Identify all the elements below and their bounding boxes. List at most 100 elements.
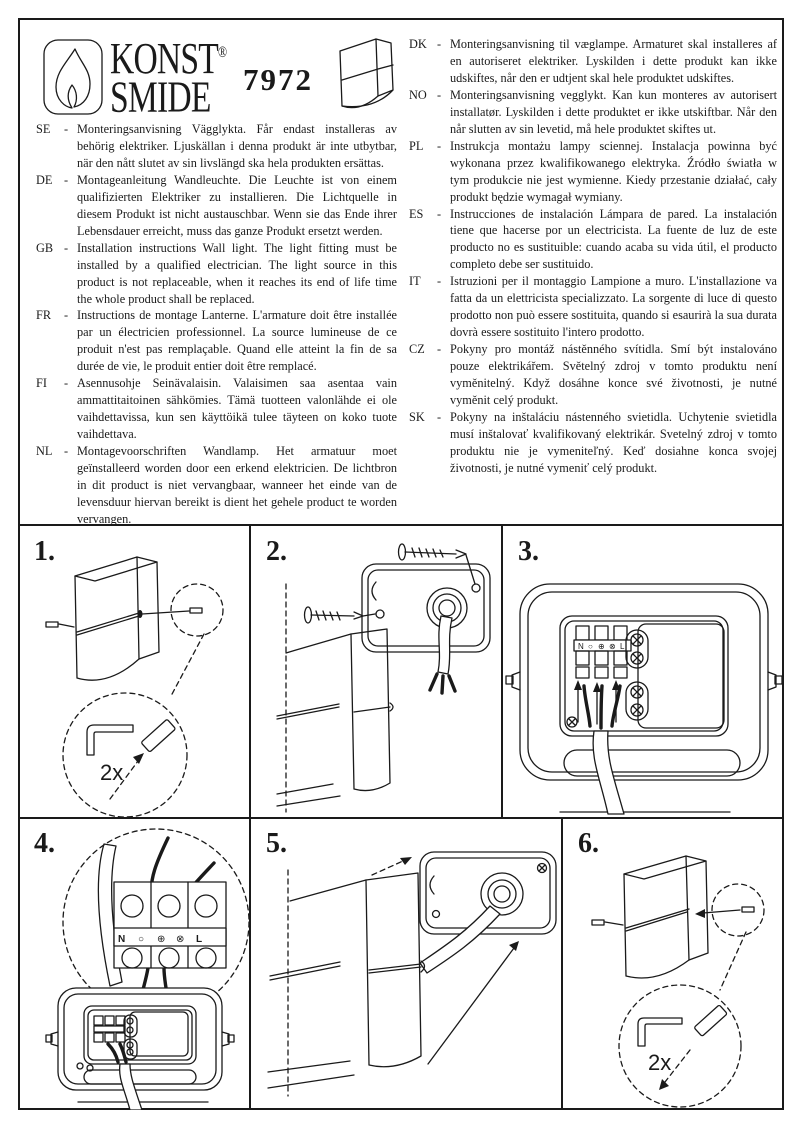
instruction-text: Instrukcja montażu lampy sciennej. Insta… <box>450 138 777 204</box>
lang-code: PL <box>409 138 424 153</box>
terminal-detail: N ○ ⊕ ⊗ L <box>97 836 227 1016</box>
terminal-strip <box>113 881 227 969</box>
lang-code: NL <box>36 444 53 459</box>
instruction-text: Asennusohje Seinävalaisin. Valaisimen sa… <box>77 376 397 442</box>
instruction-entry-sk: SK-Pokyny na inštaláciu nástenného sviet… <box>409 409 777 475</box>
lamp-back-housing <box>505 583 783 781</box>
instruction-text: Instrucciones de instalación Lámpara de … <box>450 206 777 272</box>
instruction-text: Istruzioni per il montaggio Lampione a m… <box>450 274 777 340</box>
step-2-illustration <box>276 543 491 813</box>
instruction-entry-es: ES-Instrucciones de instalación Lámpara … <box>409 206 777 272</box>
detail-circle <box>618 984 742 1108</box>
step-4-illustration: N ○ ⊕ ⊗ L <box>45 828 249 1110</box>
detail-circle <box>62 692 188 817</box>
grid-divider-5-6 <box>561 817 563 1110</box>
fixing-screw <box>566 716 578 728</box>
terminal-label-o: ○ <box>588 642 593 651</box>
grub-screw-right-detail <box>137 583 224 637</box>
insert-arrow <box>664 1049 691 1083</box>
brand-name: KONST® SMIDE <box>110 34 228 120</box>
lang-code: NO <box>409 87 427 102</box>
instruction-entry-de: DE-Montageanleitung Wandleuchte. Die Leu… <box>36 172 397 238</box>
instruction-text: Monteringsanvisning til væglampe. Armatu… <box>450 37 777 85</box>
instructions-column-left: SE-Monteringsanvisning Vägglykta. Får en… <box>36 121 397 528</box>
striped-wire <box>97 843 123 987</box>
connect-arrows <box>574 680 620 725</box>
lang-code: GB <box>36 240 54 255</box>
terminal-label-earth: ⊕ <box>598 642 605 651</box>
step-number: 5. <box>266 828 287 859</box>
lang-code: CZ <box>409 342 425 357</box>
lang-code: DK <box>409 37 427 51</box>
brand-line-2: SMIDE <box>110 73 211 123</box>
terminal-label-x: ⊗ <box>176 934 184 945</box>
cable-to-lamp <box>419 905 501 974</box>
instruction-entry-fi: FI-Asennusohje Seinävalaisin. Valaisimen… <box>36 376 397 442</box>
arrowhead <box>133 753 144 764</box>
instruction-entry-cz: CZ-Pokyny pro montáž nástěnného svítidla… <box>409 342 777 408</box>
grub-screw-left <box>591 919 624 926</box>
model-number: 7972 <box>243 62 313 97</box>
allen-key-icon <box>637 1017 683 1047</box>
terminal-block: N ○ ⊕ ⊗ L <box>573 625 632 679</box>
wires-into-terminals <box>582 684 622 730</box>
instruction-entry-no: NO-Monteringsanvisning vegglykt. Kan kun… <box>409 87 777 136</box>
insert-arrow <box>109 760 139 800</box>
instruction-text: Monteringsanvisning Vägglykta. Får endas… <box>77 122 397 170</box>
mounting-plate <box>419 851 557 935</box>
registered-mark: ® <box>218 44 228 62</box>
mains-cable <box>592 730 625 815</box>
detail-leader-line <box>719 931 747 991</box>
instruction-entry-fr: FR-Instructions de montage Lanterne. L'a… <box>36 308 397 374</box>
hang-arrow <box>371 857 412 876</box>
instruction-text: Installation instructions Wall light. Th… <box>77 240 397 306</box>
grub-screw-right-detail <box>695 883 765 937</box>
step-number: 4. <box>34 828 55 859</box>
wall-lamp-icon <box>339 38 394 109</box>
instructions-column-right: DK-Monteringsanvisning til væglampe. Arm… <box>409 36 777 477</box>
lamp-body <box>267 872 426 1089</box>
fixing-screw-slot <box>568 718 576 726</box>
lamp-body <box>276 628 394 807</box>
terminal-label-earth: ⊕ <box>157 934 165 945</box>
konstsmide-logo <box>40 36 106 123</box>
grub-screw-icon <box>694 1004 728 1037</box>
detail-leader-line <box>170 633 205 697</box>
grub-screw-icon <box>141 719 176 753</box>
step-number: 2. <box>266 536 287 567</box>
instruction-entry-se: SE-Monteringsanvisning Vägglykta. Får en… <box>36 122 397 170</box>
instruction-text: Montagevoorschriften Wandlamp. Het armat… <box>77 444 397 526</box>
slide-arrow <box>427 941 519 1065</box>
step-6-illustration: 2x <box>591 855 765 1108</box>
instruction-entry-dk: DK-Monteringsanvisning til væglampe. Arm… <box>409 37 777 85</box>
instruction-text: Pokyny na inštaláciu nástenného svietidl… <box>450 409 777 475</box>
terminal-label-l: L <box>196 934 202 945</box>
step-1-illustration: 2x <box>45 556 224 817</box>
lang-code: DE <box>36 172 53 187</box>
step-3-illustration: N ○ ⊕ ⊗ L <box>505 583 783 815</box>
step-number: 1. <box>34 536 55 567</box>
instruction-entry-pl: PL-Instrukcja montażu lampy sciennej. In… <box>409 138 777 204</box>
lang-code: ES <box>409 206 424 221</box>
instruction-entry-nl: NL-Montagevoorschriften Wandlamp. Het ar… <box>36 444 397 526</box>
grid-line-middle <box>18 817 784 819</box>
mains-cable <box>118 1063 143 1110</box>
step-4-panel: 4. N ○ ⊕ ⊗ L <box>18 818 249 1110</box>
allen-key-icon <box>86 724 134 756</box>
lang-code: IT <box>409 274 421 289</box>
step-5-illustration <box>267 851 557 1097</box>
terminal-label-n: N <box>578 642 584 651</box>
step-number: 3. <box>518 536 539 567</box>
instruction-text: Instructions de montage Lanterne. L'arma… <box>77 308 397 374</box>
brand-line-1: KONST <box>110 35 219 84</box>
quantity-label: 2x <box>100 760 123 785</box>
lang-code: FI <box>36 376 47 391</box>
terminal-label-x: ⊗ <box>609 642 616 651</box>
terminal-label-o: ○ <box>138 934 144 945</box>
step-2-panel: 2. <box>250 526 501 817</box>
arrowhead <box>659 1079 669 1090</box>
page-border <box>18 18 784 1110</box>
grid-divider-4-5 <box>249 817 251 1110</box>
flame-icon <box>43 39 103 115</box>
